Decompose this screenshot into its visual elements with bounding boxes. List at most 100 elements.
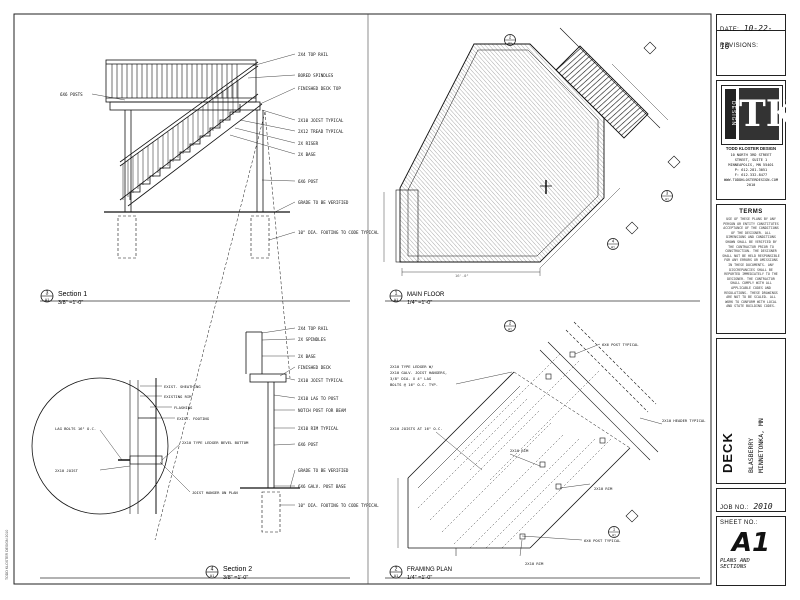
note-text: 6X6 POST <box>298 179 319 184</box>
framing-title-block: 2 A1 FRAMING PLAN 1/4" =1'-0" <box>389 565 452 581</box>
svg-text:2: 2 <box>395 567 398 573</box>
sheet-desc-1: PLANS AND <box>720 558 750 564</box>
job-label: JOB NO.: <box>720 505 749 511</box>
note-text: 2X10 LAG TO POST <box>298 396 339 401</box>
svg-text:A1: A1 <box>508 328 512 332</box>
note-text: 10" DIA. FOOTING TO CODE TYPICAL <box>298 503 379 508</box>
note-text: LAG BOLTS 16" O.C. <box>55 426 96 431</box>
svg-text:4: 4 <box>612 239 615 244</box>
note-text: FLASHING <box>174 405 193 410</box>
svg-text:3: 3 <box>666 191 669 196</box>
note-text: 6X6 POST TYPICAL <box>602 342 639 347</box>
section-2-title-block: 4 A1 Section 2 3/8" =1'-0" <box>205 565 252 581</box>
svg-text:A1: A1 <box>394 574 398 578</box>
copyright-text: TODD KLOSTER DESIGN 2010 <box>5 530 9 580</box>
note-text: 2X RISER <box>298 141 319 146</box>
section-1-title-block: 3 A1 Section 1 3/8" =1'-0" <box>40 289 87 306</box>
detail-notes: EXIST. SHEATHING EXISTING RIM FLASHING E… <box>55 384 249 495</box>
svg-text:4: 4 <box>211 567 214 573</box>
note-text: 3/8" DIA. X 4" LAG <box>390 376 432 381</box>
note-text: EXISTING RIM <box>164 394 192 399</box>
svg-text:1: 1 <box>613 527 616 532</box>
section-1-notes: 2X4 TOP RAIL BORED SPINDLES FINISHED DEC… <box>60 52 379 235</box>
section-2-drawing <box>31 111 300 541</box>
section-2-scale: 3/8" =1'-0" <box>223 575 248 581</box>
svg-text:1: 1 <box>395 291 398 297</box>
note-text: 2X10 JOIST <box>55 468 79 473</box>
firm-name: TODD KLOSTER DESIGN <box>725 146 777 151</box>
firm-logo: DESIGN TK <box>721 85 797 145</box>
note-text: 2X10 RIM <box>594 486 613 491</box>
note-text: NOTCH POST FOR BEAM <box>298 408 346 413</box>
note-text: FINISHED DECK <box>298 365 331 370</box>
framing-notes: 2X10 TYPE LEDGER W/ 2X10 GALV. JOIST HAN… <box>390 342 706 566</box>
note-text: 6X6 POST TYPICAL <box>584 538 621 543</box>
note-text: 6X6 POSTS <box>60 92 83 97</box>
job-box: JOB NO.: 2010 <box>716 488 786 512</box>
framing-plan <box>397 321 663 557</box>
note-text: 2X10 HEADER TYPICAL <box>662 418 706 423</box>
note-text: 2X SPINDLES <box>298 337 326 342</box>
project-box: DECK BLASBERRY MINNETONKA, MN <box>716 338 786 484</box>
note-text: 2X4 TOP RAIL <box>298 52 329 57</box>
note-text: EXIST. SHEATHING <box>164 384 201 389</box>
framing-callouts: 2 A1 1 A1 <box>504 320 639 538</box>
note-text: GRADE TO BE VERIFIED <box>298 468 349 473</box>
svg-text:A1: A1 <box>508 42 512 46</box>
section-1-drawing <box>91 53 296 259</box>
main-floor-scale: 1/4" =1'-0" <box>407 300 432 306</box>
date-value: 10-22-10 <box>720 24 773 51</box>
revisions-label: REVISIONS: <box>720 43 759 49</box>
note-text: BORED SPINDLES <box>298 73 334 78</box>
note-text: 2X10 RIM <box>525 561 544 566</box>
section-1-title: Section 1 <box>58 291 87 298</box>
date-label: DATE: <box>720 27 740 33</box>
main-floor-title: MAIN FLOOR <box>407 292 445 298</box>
svg-text:16'-0": 16'-0" <box>455 273 469 278</box>
note-text: 2X10 RIM TYPICAL <box>298 426 339 431</box>
firm-contact: 10 NORTH 3RD STREET STREET, SUITE 1 MINN… <box>723 153 779 187</box>
framing-title: FRAMING PLAN <box>407 567 452 573</box>
note-text: 2X BASE <box>298 152 316 157</box>
note-text: 2X10 TYPE LEDGER W/ <box>390 364 433 369</box>
project-location: MINNETONKA, MN <box>757 418 765 473</box>
firm-box: DESIGN TK TODD KLOSTER DESIGN 10 NORTH 3… <box>716 80 797 200</box>
note-text: 2X10 JOIST TYPICAL <box>298 378 344 383</box>
svg-text:A1: A1 <box>665 198 669 202</box>
terms-box: TERMS USE OF THESE PLANS BY ANY PERSON O… <box>716 204 786 334</box>
project-type: DECK <box>720 432 735 473</box>
sheet-number: A1 <box>731 528 771 558</box>
note-text: 2X10 RIM <box>510 448 529 453</box>
framing-scale: 1/4" =1'-0" <box>407 575 432 581</box>
note-text: 2X BASE <box>298 354 316 359</box>
note-text: 2X10 GALV. JOIST HANGERS, <box>390 370 447 375</box>
svg-text:A1: A1 <box>210 574 214 578</box>
section-2-title: Section 2 <box>223 566 252 573</box>
terms-body: USE OF THESE PLANS BY ANY PERSON OR ENTI… <box>722 217 780 309</box>
terms-title: TERMS <box>739 209 763 215</box>
svg-text:2: 2 <box>509 321 512 326</box>
main-floor-plan: 16'-0" <box>383 27 669 278</box>
project-name: BLASBERRY <box>747 437 755 473</box>
main-floor-title-block: 1 A1 MAIN FLOOR 1/4" =1'-0" <box>389 289 445 306</box>
note-text: EXIST. FOOTING <box>177 416 210 421</box>
note-text: BOLTS @ 16" O.C. TYP. <box>390 382 438 387</box>
job-value: 2010 <box>753 502 773 511</box>
note-text: 2X10 JOIST TYPICAL <box>298 118 344 123</box>
note-text: 2X4 TOP RAIL <box>298 326 329 331</box>
svg-text:3: 3 <box>46 291 49 297</box>
sheet-label: SHEET NO.: <box>720 520 758 526</box>
svg-text:2: 2 <box>509 35 512 40</box>
note-text: FINISHED DECK TOP <box>298 86 341 91</box>
note-text: 2X10 JOISTS AT 16" O.C. <box>390 426 443 431</box>
note-text: 2X12 TREAD TYPICAL <box>298 129 344 134</box>
svg-text:A1: A1 <box>45 298 49 302</box>
note-text: JOIST HANGER ON PLAN <box>192 490 238 495</box>
note-text: 6X6 POST <box>298 442 319 447</box>
sheet-desc-2: SECTIONS <box>720 564 747 570</box>
sheet-box: SHEET NO.: A1 PLANS AND SECTIONS <box>716 516 786 586</box>
svg-text:A1: A1 <box>394 298 398 302</box>
section-2-notes: 2X4 TOP RAIL 2X SPINDLES 2X BASE FINISHE… <box>298 326 379 508</box>
main-floor-callouts: 2 A1 3 A1 4 A1 <box>504 34 681 250</box>
